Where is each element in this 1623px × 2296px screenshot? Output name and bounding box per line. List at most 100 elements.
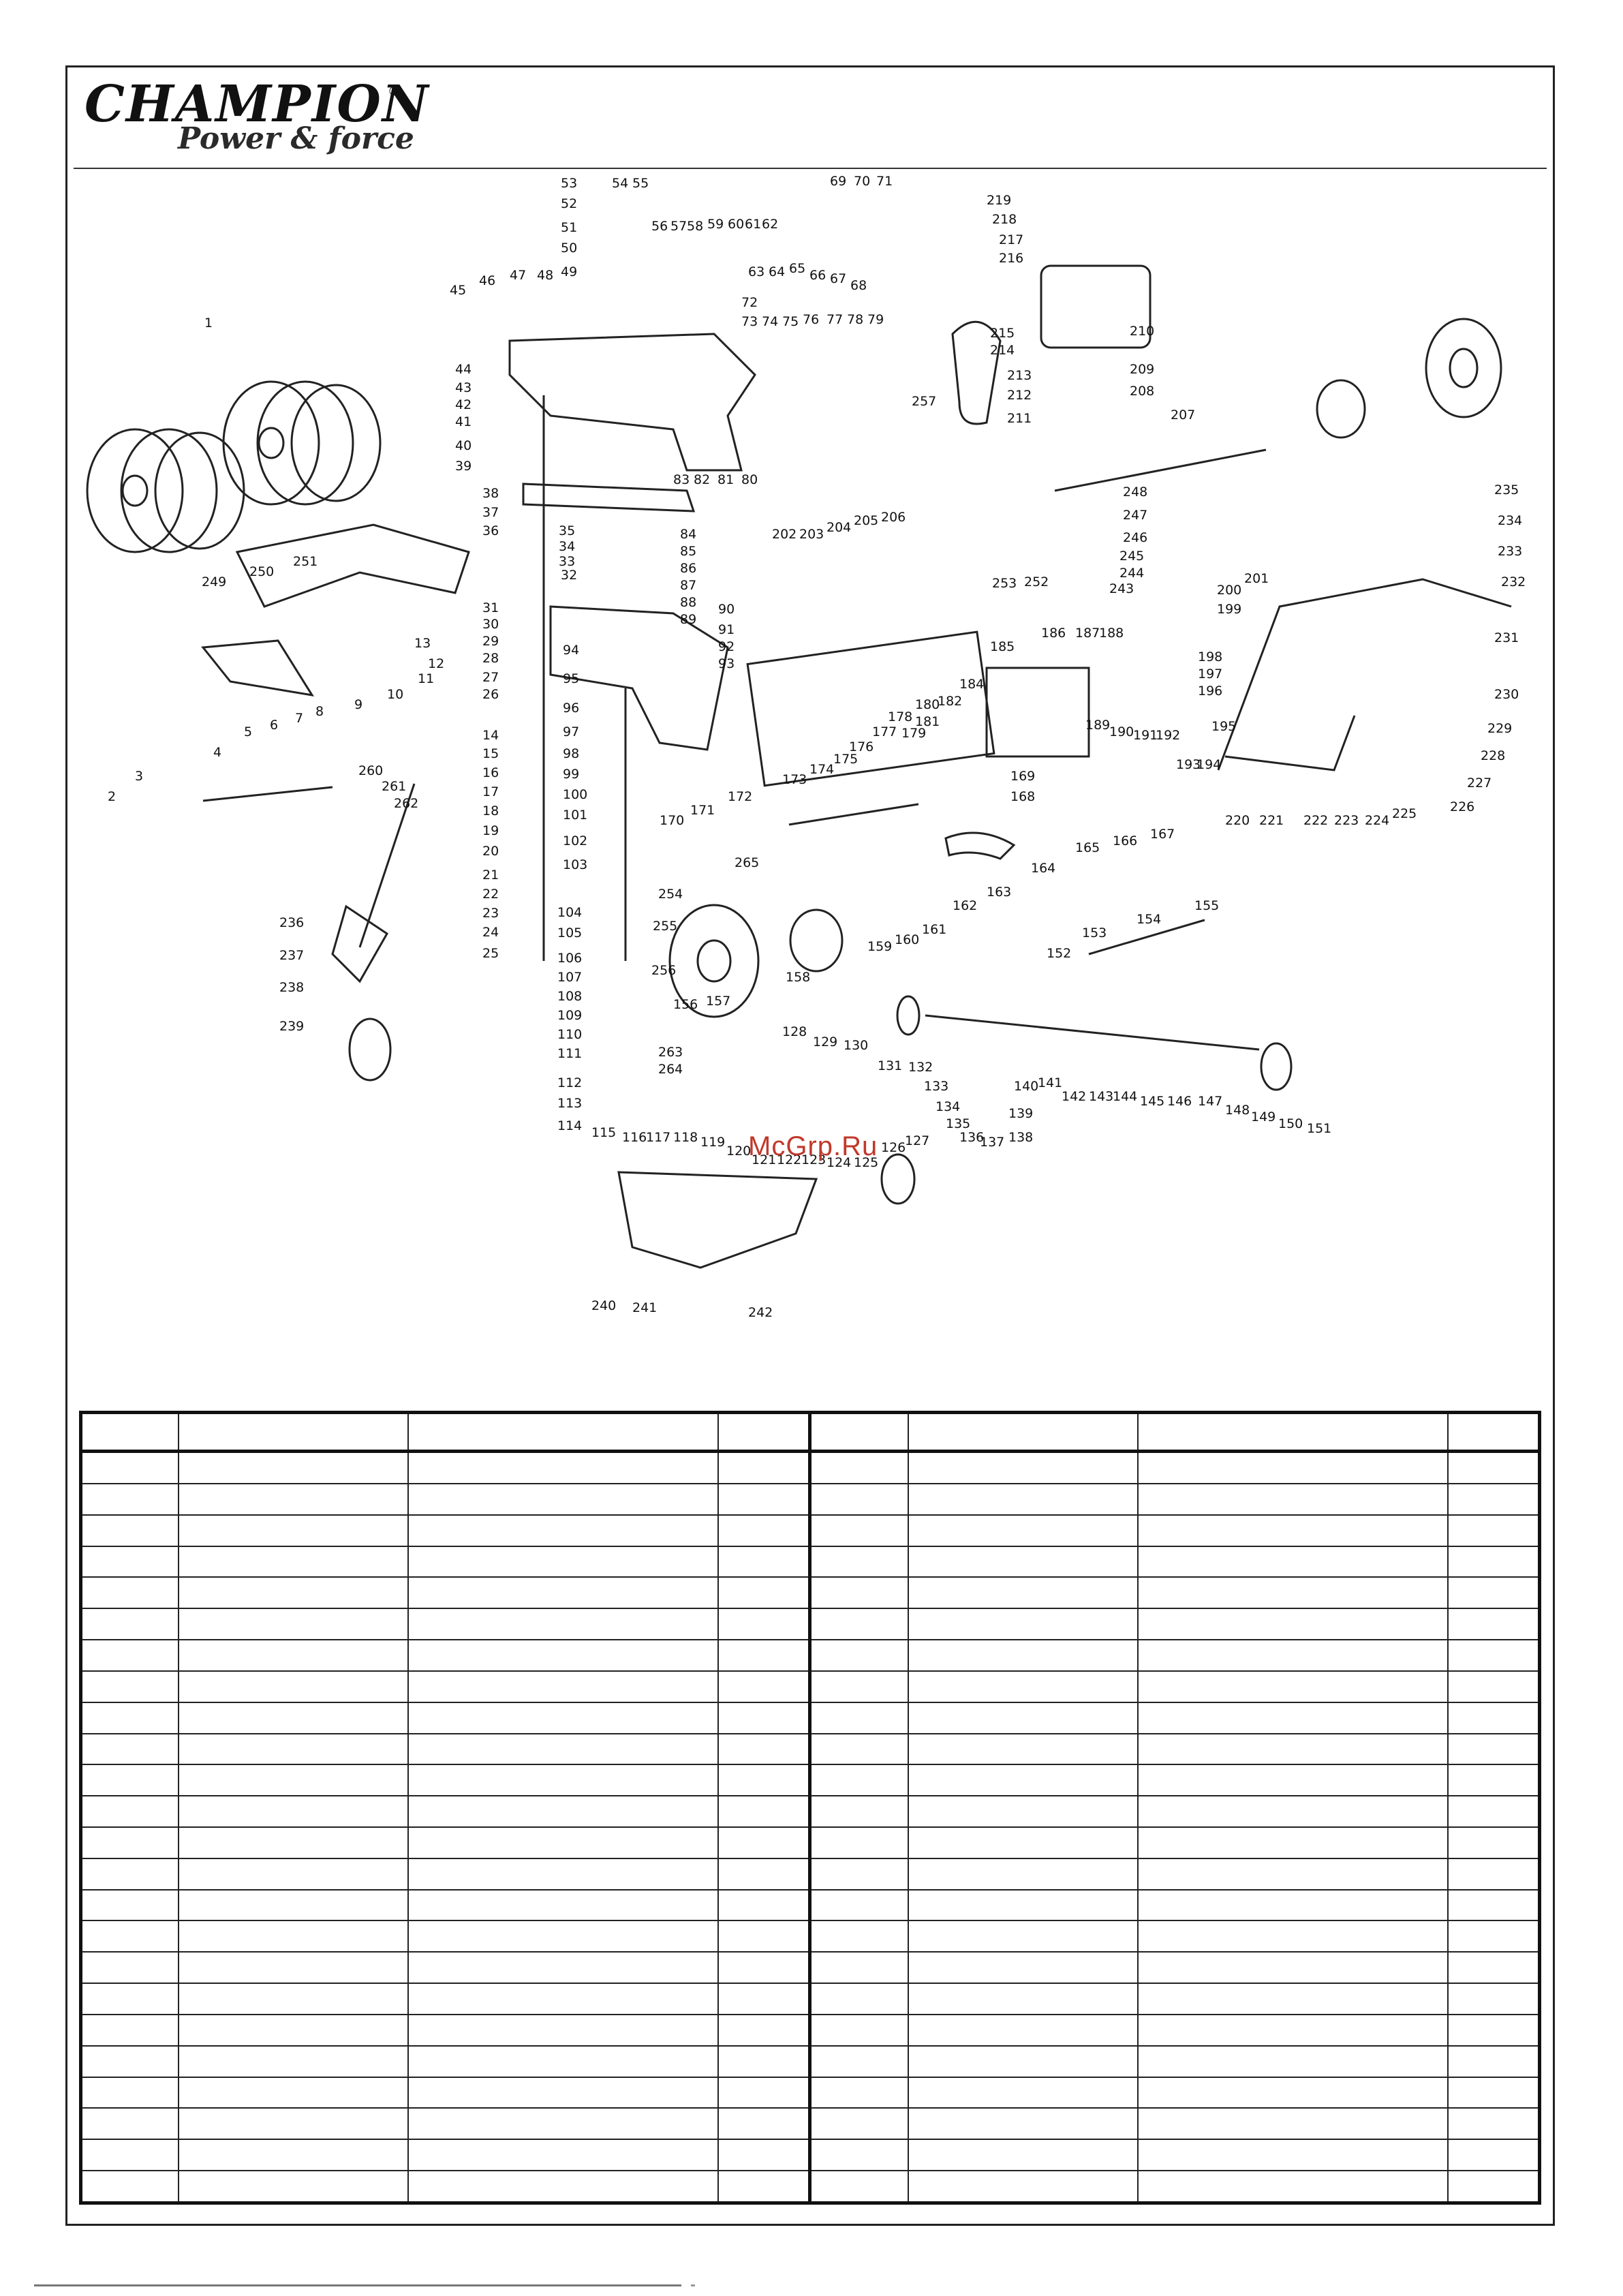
callout-2: 2 bbox=[108, 789, 116, 804]
sprocket-left bbox=[789, 908, 844, 973]
table-cell bbox=[1137, 1576, 1449, 1610]
callout-231: 231 bbox=[1494, 630, 1519, 645]
callout-80: 80 bbox=[741, 472, 758, 487]
table-cell bbox=[407, 1482, 720, 1516]
callout-124: 124 bbox=[826, 1155, 851, 1170]
watermark-text: McGrp.Ru bbox=[748, 1131, 878, 1161]
table-cell bbox=[178, 2170, 409, 2204]
table-cell bbox=[907, 2013, 1139, 2047]
table-cell bbox=[80, 1670, 180, 1703]
table-cell bbox=[808, 1826, 909, 1859]
table-cell bbox=[1447, 1608, 1541, 1641]
table-cell bbox=[808, 2107, 909, 2141]
table-row bbox=[80, 2107, 1541, 2141]
table-cell bbox=[407, 2076, 720, 2109]
table-cell bbox=[1137, 1545, 1449, 1578]
pulley-disc bbox=[896, 995, 921, 1036]
table-row bbox=[80, 1639, 1541, 1672]
callout-42: 42 bbox=[455, 397, 472, 412]
table-cell bbox=[1137, 2013, 1449, 2047]
chute-rod bbox=[1088, 919, 1205, 955]
callout-101: 101 bbox=[563, 808, 587, 823]
callout-129: 129 bbox=[813, 1035, 837, 1050]
table-cell bbox=[178, 1857, 409, 1891]
callout-182: 182 bbox=[938, 694, 962, 709]
table-cell bbox=[178, 2013, 409, 2047]
callout-102: 102 bbox=[563, 833, 587, 848]
table-cell bbox=[717, 1639, 811, 1672]
callout-159: 159 bbox=[867, 939, 892, 954]
callout-222: 222 bbox=[1303, 813, 1328, 828]
table-cell bbox=[80, 1951, 180, 1985]
callout-154: 154 bbox=[1137, 912, 1161, 927]
table-cell bbox=[80, 1826, 180, 1859]
callout-211: 211 bbox=[1007, 411, 1032, 426]
table-cell bbox=[808, 1576, 909, 1610]
table-cell bbox=[1447, 1670, 1541, 1703]
parts-table-header bbox=[80, 1411, 1541, 1453]
table-cell bbox=[80, 1450, 180, 1484]
callout-197: 197 bbox=[1198, 667, 1222, 682]
callout-158: 158 bbox=[786, 970, 810, 985]
callout-160: 160 bbox=[895, 932, 919, 947]
callout-142: 142 bbox=[1062, 1089, 1086, 1104]
table-header-cell bbox=[80, 1411, 180, 1453]
table-cell bbox=[1447, 1545, 1541, 1578]
wheel-left bbox=[668, 904, 760, 1018]
callout-151: 151 bbox=[1307, 1121, 1331, 1136]
callout-229: 229 bbox=[1487, 721, 1512, 736]
callout-139: 139 bbox=[1008, 1106, 1033, 1121]
table-cell bbox=[1447, 1701, 1541, 1734]
deflector bbox=[201, 639, 315, 697]
auger-shaft bbox=[202, 786, 333, 802]
callout-73: 73 bbox=[741, 314, 758, 329]
callout-150: 150 bbox=[1278, 1116, 1303, 1131]
table-cell bbox=[178, 1670, 409, 1703]
table-cell bbox=[407, 2107, 720, 2141]
callout-166: 166 bbox=[1113, 833, 1137, 848]
table-cell bbox=[808, 1450, 909, 1484]
callout-207: 207 bbox=[1171, 408, 1195, 423]
table-cell bbox=[717, 1545, 811, 1578]
table-row bbox=[80, 1450, 1541, 1484]
table-cell bbox=[178, 2139, 409, 2172]
table-header-cell bbox=[907, 1411, 1139, 1453]
callout-81: 81 bbox=[717, 472, 734, 487]
callout-46: 46 bbox=[479, 273, 495, 288]
brand-logo: CHAMPION ® Power & force bbox=[84, 75, 429, 157]
table-cell bbox=[407, 1826, 720, 1859]
callout-157: 157 bbox=[706, 994, 730, 1009]
table-cell bbox=[717, 1826, 811, 1859]
callout-119: 119 bbox=[700, 1135, 725, 1150]
callout-246: 246 bbox=[1123, 530, 1147, 545]
callout-52: 52 bbox=[561, 196, 577, 211]
callout-235: 235 bbox=[1494, 483, 1519, 498]
callout-155: 155 bbox=[1194, 898, 1219, 913]
skid-wheel bbox=[348, 1017, 392, 1082]
callout-250: 250 bbox=[249, 564, 274, 579]
table-cell bbox=[808, 1857, 909, 1891]
callout-106: 106 bbox=[557, 951, 582, 966]
callout-169: 169 bbox=[1010, 769, 1035, 784]
callout-201: 201 bbox=[1244, 571, 1269, 586]
callout-7: 7 bbox=[295, 711, 303, 726]
table-cell bbox=[80, 2076, 180, 2109]
callout-127: 127 bbox=[905, 1133, 929, 1148]
callout-140: 140 bbox=[1014, 1079, 1038, 1094]
callout-256: 256 bbox=[651, 963, 676, 978]
footer-line bbox=[34, 2284, 681, 2286]
callout-230: 230 bbox=[1494, 687, 1519, 702]
callout-63: 63 bbox=[748, 264, 764, 279]
callout-234: 234 bbox=[1498, 513, 1522, 528]
callout-109: 109 bbox=[557, 1008, 582, 1023]
callout-108: 108 bbox=[557, 989, 582, 1004]
table-cell bbox=[178, 1795, 409, 1828]
table-cell bbox=[717, 1514, 811, 1547]
callout-186: 186 bbox=[1041, 626, 1066, 641]
callout-161: 161 bbox=[922, 922, 946, 937]
table-row bbox=[80, 1888, 1541, 1922]
callout-247: 247 bbox=[1123, 508, 1147, 523]
callout-64: 64 bbox=[769, 264, 785, 279]
callout-21: 21 bbox=[482, 868, 499, 883]
table-cell bbox=[808, 2013, 909, 2047]
